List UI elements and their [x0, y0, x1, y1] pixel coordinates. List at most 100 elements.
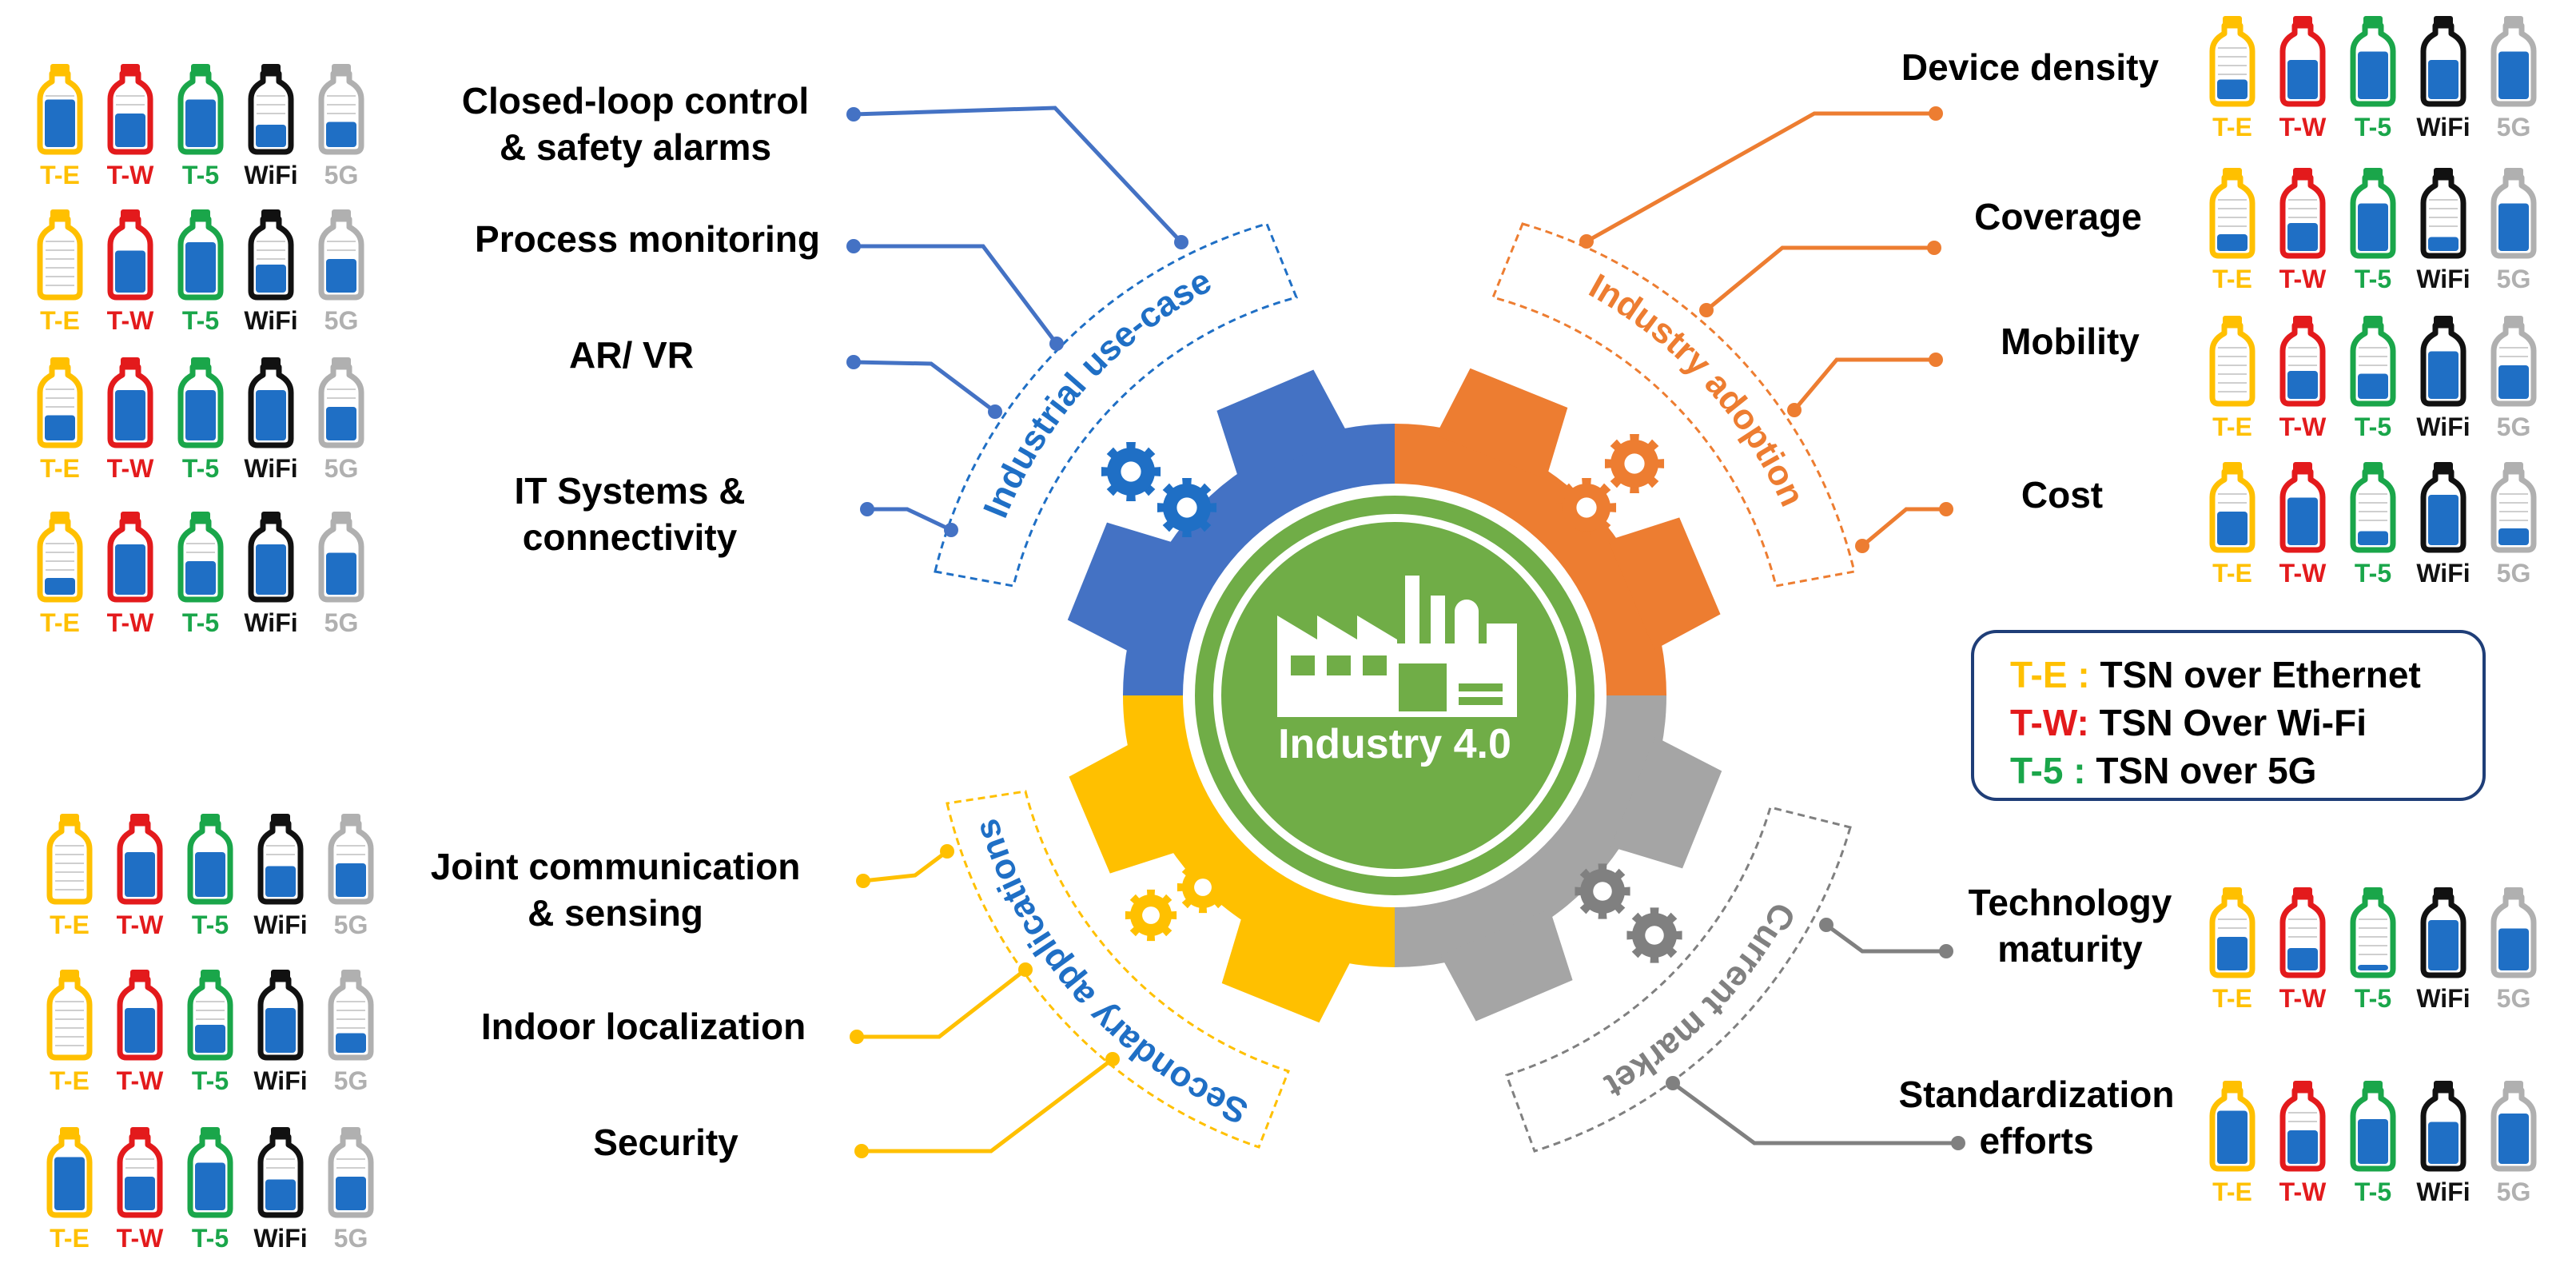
bottle-icon — [248, 209, 294, 301]
svg-text:Current market: Current market — [1598, 896, 1803, 1106]
bottle-fill — [2287, 371, 2318, 399]
item-label-line: Cost — [2021, 474, 2103, 516]
bottle-fill — [336, 1033, 366, 1053]
connector-dot — [846, 355, 861, 369]
tech-label-tw: T-W — [2279, 1177, 2327, 1206]
tech-label-g5: 5G — [2497, 113, 2531, 141]
tech-label-tw: T-W — [107, 454, 154, 483]
bottle-icon — [2490, 168, 2537, 259]
bottle-fill — [2217, 79, 2248, 99]
tech-label-wifi: WiFi — [253, 1066, 307, 1095]
legend-code: T-E : — [2010, 654, 2100, 695]
bottle-icon — [2350, 16, 2396, 107]
connector-dot — [1939, 502, 1953, 516]
tech-label-te: T-E — [2212, 412, 2252, 441]
bottle-icon — [318, 64, 364, 155]
bottle-fill — [2428, 495, 2459, 545]
bottle-icon — [2420, 168, 2467, 259]
connector-dot — [1049, 337, 1064, 351]
connector-secondary-applications-2 — [862, 1058, 1114, 1153]
tech-label-g5: 5G — [324, 306, 359, 335]
bottle-icon — [2420, 16, 2467, 107]
item-label-line: connectivity — [523, 516, 738, 558]
tech-label-te: T-E — [2212, 265, 2252, 293]
bottle-icon — [318, 209, 364, 301]
item-label-industry-adoption-1: Coverage — [1974, 196, 2142, 237]
connector-dot — [1929, 106, 1943, 121]
bottle-icon — [37, 512, 83, 603]
gear-tooth — [1607, 517, 1721, 650]
legend-row-tw: T-W: TSN Over Wi-Fi — [2010, 702, 2367, 743]
connector-industry-adoption-3 — [1861, 507, 1946, 548]
item-label-line: Mobility — [2001, 321, 2140, 362]
item-label-industry-adoption-2: Mobility — [2001, 321, 2140, 362]
item-label-industrial-use-case-2: AR/ VR — [569, 334, 694, 376]
bottle-fill — [2287, 60, 2318, 99]
item-label-line: Joint communication — [431, 846, 801, 887]
bottle-icon — [177, 209, 224, 301]
connector-dot — [854, 1144, 869, 1158]
connector-dot — [850, 1030, 864, 1044]
tech-label-t5: T-5 — [192, 910, 229, 939]
bottle-fill — [115, 544, 145, 595]
tech-label-wifi: WiFi — [244, 454, 297, 483]
gear-tooth — [1221, 911, 1354, 1023]
tech-label-wifi: WiFi — [2416, 984, 2470, 1013]
bottle-icon — [248, 512, 294, 603]
bottle-icon — [257, 814, 304, 905]
bottle-fill — [336, 1177, 366, 1210]
bottle-icon — [318, 512, 364, 603]
tech-label-wifi: WiFi — [253, 910, 307, 939]
bottle-icon — [328, 814, 374, 905]
item-label-line: Standardization — [1898, 1074, 2174, 1115]
bottle-icon — [2279, 1081, 2326, 1172]
connector-secondary-applications-1 — [857, 968, 1027, 1039]
legend-row-t5: T-5 : TSN over 5G — [2010, 750, 2316, 791]
bottle-fill — [185, 242, 216, 293]
tech-label-wifi: WiFi — [2416, 559, 2470, 588]
legend-text: TSN Over Wi-Fi — [2100, 702, 2367, 743]
bottle-fill — [195, 1025, 225, 1053]
tech-label-wifi: WiFi — [2416, 265, 2470, 293]
tech-label-wifi: WiFi — [2416, 113, 2470, 141]
bottle-fill — [2358, 373, 2388, 399]
tech-label-t5: T-5 — [2355, 984, 2391, 1013]
tech-label-te: T-E — [40, 161, 80, 189]
cog-icon — [1604, 433, 1665, 494]
bottle-fill — [2217, 234, 2248, 251]
bottle-icon — [2350, 462, 2396, 553]
item-label-secondary-applications-0: Joint communication& sensing — [431, 846, 801, 934]
bottle-fill — [45, 99, 75, 147]
item-label-industrial-use-case-1: Process monitoring — [475, 218, 820, 260]
bottle-fill — [115, 250, 145, 293]
bottle-fill — [115, 114, 145, 147]
tech-label-t5: T-5 — [192, 1224, 229, 1253]
legend-box — [1971, 630, 2486, 801]
connector-dot — [1819, 918, 1833, 932]
bottle-fill — [45, 415, 75, 440]
bottle-fill — [195, 1162, 225, 1210]
bottle-icon — [117, 970, 163, 1061]
tech-label-g5: 5G — [334, 1224, 368, 1253]
gear-tooth — [1440, 908, 1573, 1022]
bottle-icon — [2279, 168, 2326, 259]
bottle-fill — [185, 561, 216, 595]
tech-label-te: T-E — [40, 608, 80, 637]
cog-icon — [1125, 889, 1177, 942]
bottle-fill — [256, 544, 286, 595]
gear-tooth — [1069, 741, 1182, 874]
tech-label-tw: T-W — [2279, 559, 2327, 588]
center-label: Industry 4.0 — [1278, 721, 1511, 767]
tech-label-te: T-E — [2212, 1177, 2252, 1206]
item-label-secondary-applications-2: Security — [593, 1122, 739, 1163]
bottle-fill — [265, 1008, 296, 1053]
connector-dot — [988, 404, 1002, 419]
bottle-fill — [2287, 948, 2318, 970]
bottle-fill — [185, 99, 216, 147]
item-label-line: maturity — [1997, 928, 2143, 970]
